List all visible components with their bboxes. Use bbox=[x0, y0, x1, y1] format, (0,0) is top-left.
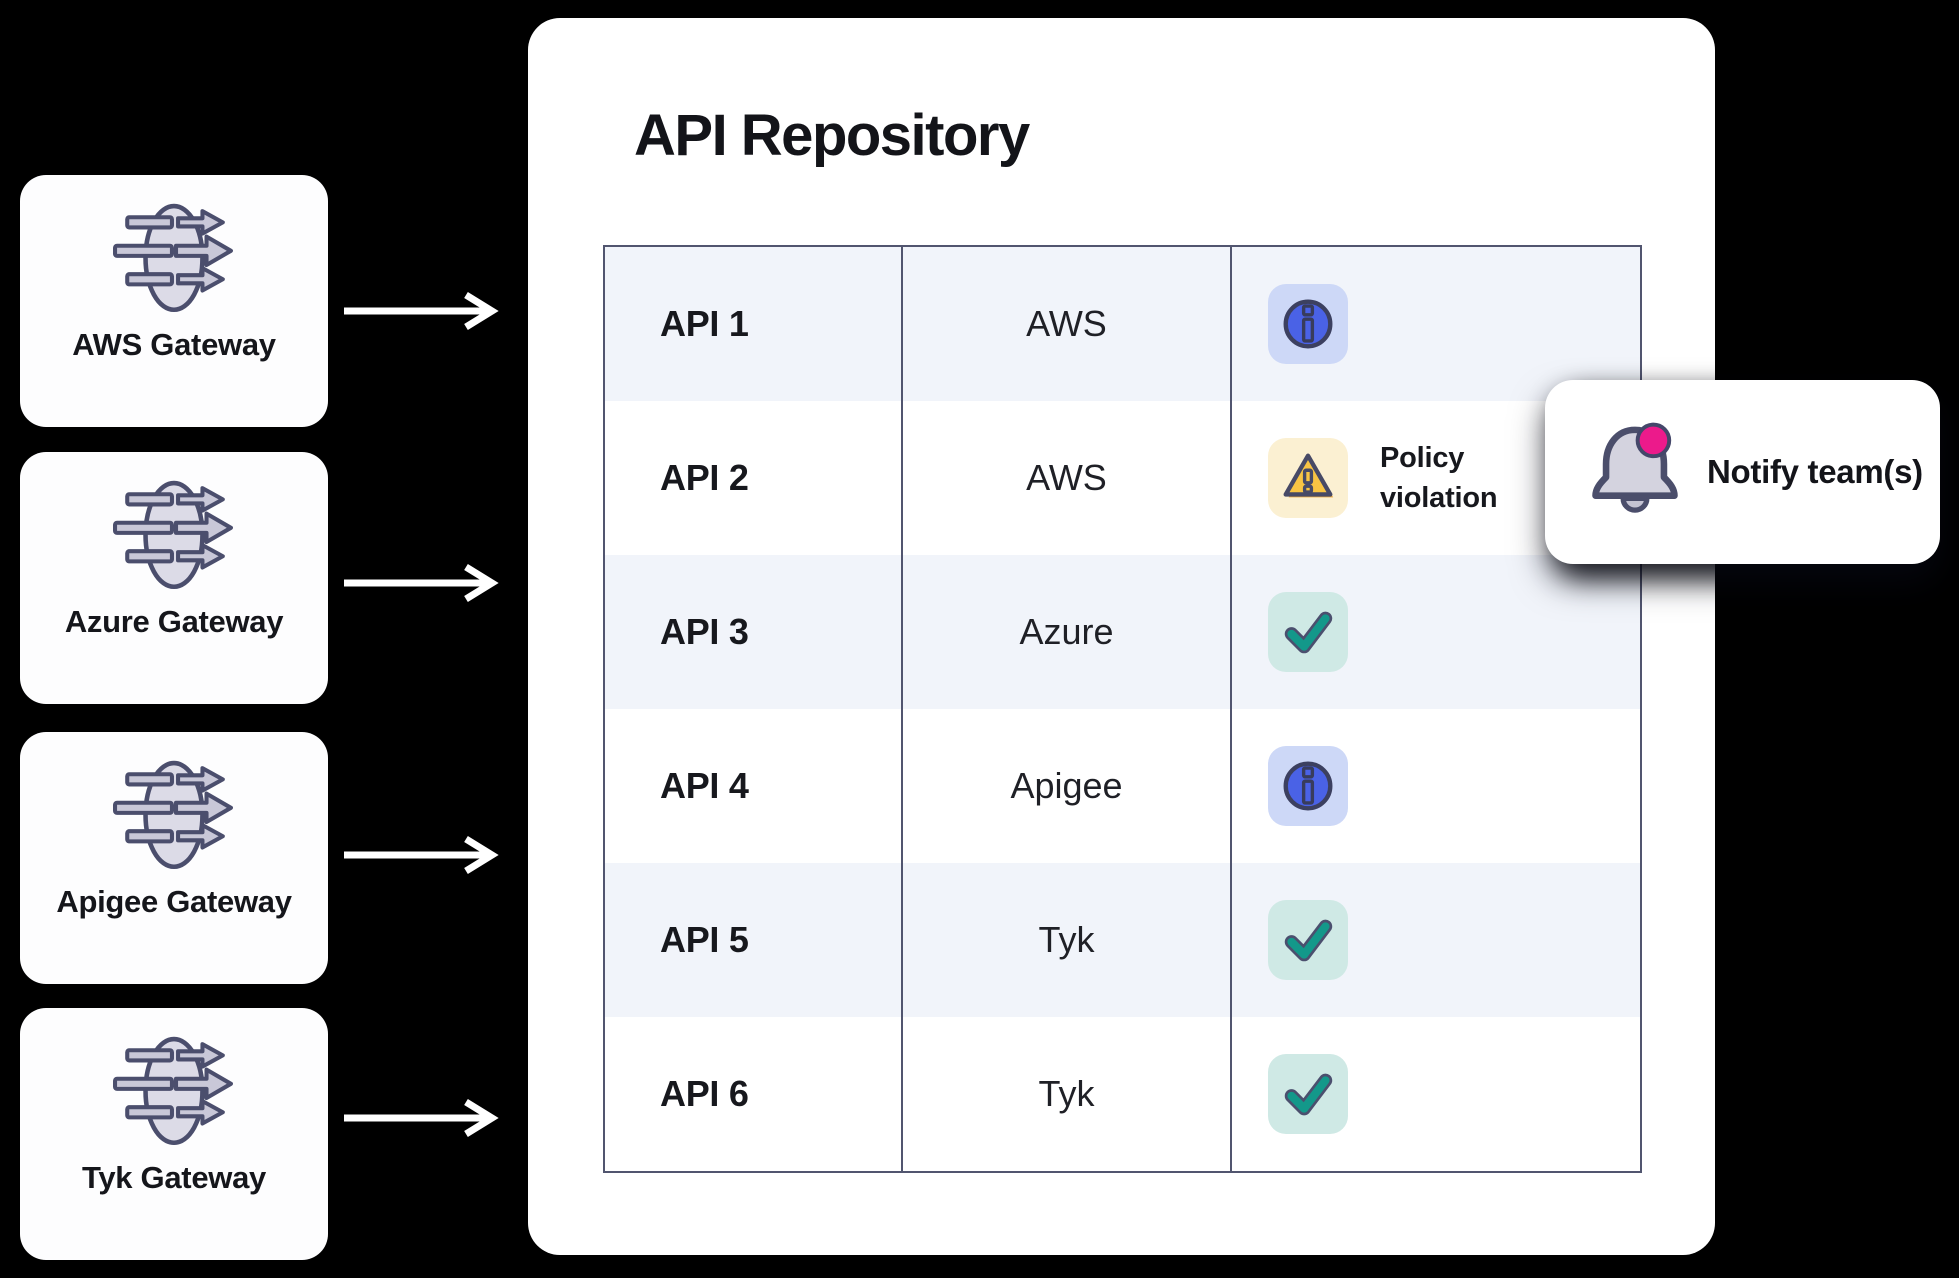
page-title: API Repository bbox=[634, 103, 1030, 168]
gateway-label: AWS Gateway bbox=[72, 327, 276, 362]
api-name-cell: API 3 bbox=[605, 555, 903, 709]
check-icon bbox=[1268, 900, 1348, 980]
provider-cell: Azure bbox=[903, 555, 1232, 709]
table-row: API 5 Tyk bbox=[605, 863, 1640, 1017]
gateway-label: Azure Gateway bbox=[64, 604, 284, 639]
gateway-arrows-icon bbox=[113, 478, 235, 590]
status-cell bbox=[1232, 709, 1640, 863]
api-name-cell: API 5 bbox=[605, 863, 903, 1017]
arrow-right-icon bbox=[344, 836, 499, 874]
info-icon bbox=[1268, 284, 1348, 364]
gateway-label: Apigee Gateway bbox=[56, 884, 292, 919]
gateway-card-apigee: Apigee Gateway bbox=[20, 732, 328, 984]
gateway-card-aws: AWS Gateway bbox=[20, 175, 328, 427]
provider-cell: AWS bbox=[903, 401, 1232, 555]
table-row: API 2 AWS Policy violation bbox=[605, 401, 1640, 555]
info-icon bbox=[1268, 746, 1348, 826]
status-cell bbox=[1232, 247, 1640, 401]
status-cell bbox=[1232, 863, 1640, 1017]
status-cell: Policy violation bbox=[1232, 401, 1640, 555]
status-cell bbox=[1232, 1017, 1640, 1171]
gateway-card-azure: Azure Gateway bbox=[20, 452, 328, 704]
arrow-right-icon bbox=[344, 292, 499, 330]
status-label: Policy violation bbox=[1380, 441, 1498, 514]
status-cell bbox=[1232, 555, 1640, 709]
notify-teams-callout: Notify team(s) bbox=[1545, 380, 1940, 564]
api-name-cell: API 1 bbox=[605, 247, 903, 401]
api-name-cell: API 6 bbox=[605, 1017, 903, 1171]
provider-cell: Tyk bbox=[903, 863, 1232, 1017]
api-repository-panel: API Repository API 1 AWS bbox=[528, 18, 1715, 1255]
api-table: API 1 AWS API 2 bbox=[603, 245, 1642, 1173]
table-row: API 4 Apigee bbox=[605, 709, 1640, 863]
api-name-cell: API 2 bbox=[605, 401, 903, 555]
arrow-right-icon bbox=[344, 1099, 499, 1137]
table-row: API 3 Azure bbox=[605, 555, 1640, 709]
arrow-right-icon bbox=[344, 564, 499, 602]
check-icon bbox=[1268, 592, 1348, 672]
bell-icon bbox=[1592, 422, 1678, 513]
provider-cell: AWS bbox=[903, 247, 1232, 401]
gateway-card-tyk: Tyk Gateway bbox=[20, 1008, 328, 1260]
gateway-label: Tyk Gateway bbox=[82, 1160, 266, 1195]
gateway-arrows-icon bbox=[113, 1034, 235, 1146]
api-name-cell: API 4 bbox=[605, 709, 903, 863]
table-row: API 6 Tyk bbox=[605, 1017, 1640, 1171]
warning-icon bbox=[1268, 438, 1348, 518]
gateway-arrows-icon bbox=[113, 201, 235, 313]
gateway-arrows-icon bbox=[113, 758, 235, 870]
provider-cell: Apigee bbox=[903, 709, 1232, 863]
notify-label: Notify team(s) bbox=[1707, 453, 1923, 490]
check-icon bbox=[1268, 1054, 1348, 1134]
table-row: API 1 AWS bbox=[605, 247, 1640, 401]
provider-cell: Tyk bbox=[903, 1017, 1232, 1171]
